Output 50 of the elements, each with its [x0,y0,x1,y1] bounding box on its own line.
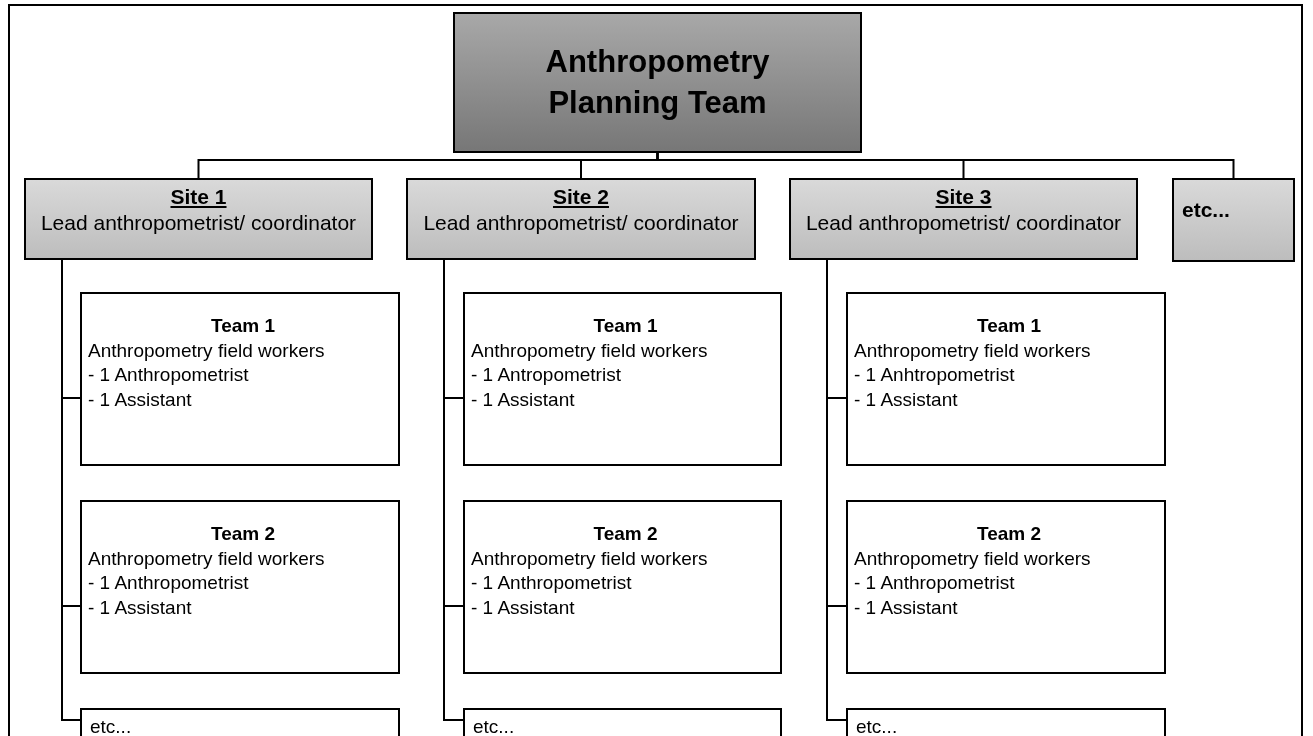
site-box [24,178,373,260]
team-description: Anthropometry field workers [471,338,709,363]
more-teams-box [80,708,400,736]
team-title: Team 2 [593,522,658,546]
connector-line [656,152,1235,179]
member-item: - 1 Anhtropometrist [854,363,1016,388]
team-title: Team 1 [976,314,1042,338]
team-box [80,500,400,674]
planning-team-box [453,12,862,153]
member-item: - 1 Assistant [854,388,959,413]
team-box [846,292,1166,466]
member-item: - 1 Anthropometrist [88,571,250,596]
site-title: Site 1 [170,184,227,210]
team-box [80,292,400,466]
team-box [846,500,1166,674]
member-item: - 1 Assistant [88,596,193,621]
team-description: Anthropometry field workers [854,546,1092,571]
more-teams-box [463,708,782,736]
team-description: Anthropometry field workers [88,546,326,571]
team-title: Team 2 [976,522,1042,546]
team-title: Team 1 [210,314,276,338]
member-item: - 1 Assistant [471,388,576,413]
more-teams-box [846,708,1166,736]
member-item: - 1 Assistant [88,388,193,413]
member-item: - 1 Anthropometrist [854,571,1016,596]
member-item: - 1 Anthropometrist [471,571,633,596]
team-description: Anthropometry field workers [471,546,709,571]
team-description: Anthropometry field workers [88,338,326,363]
team-description: Anthropometry field workers [854,338,1092,363]
role-text: Lead anthropometrist/ coordinator [805,210,1122,237]
team-box [463,500,782,674]
team-box [463,292,782,466]
etc-text: etc... [473,716,516,736]
etc-text: etc... [90,716,133,736]
site-title: Site 3 [935,184,992,210]
team-title: Anthropometry Planning Team [544,43,771,122]
site-box [406,178,756,260]
etc-text: etc... [856,716,899,736]
member-item: - 1 Assistant [471,596,576,621]
more-sites-box [1172,178,1295,262]
team-title: Team 2 [210,522,276,546]
site-title: Site 2 [553,184,609,210]
role-text: Lead anthropometrist/ coordinator [423,210,739,237]
role-text: Lead anthropometrist/ coordinator [40,210,357,237]
team-title: Team 1 [593,314,658,338]
member-item: - 1 Antropometrist [471,363,622,388]
member-item: - 1 Anthropometrist [88,363,250,388]
member-item: - 1 Assistant [854,596,959,621]
site-box [789,178,1138,260]
etc-text: etc... [1182,198,1231,222]
